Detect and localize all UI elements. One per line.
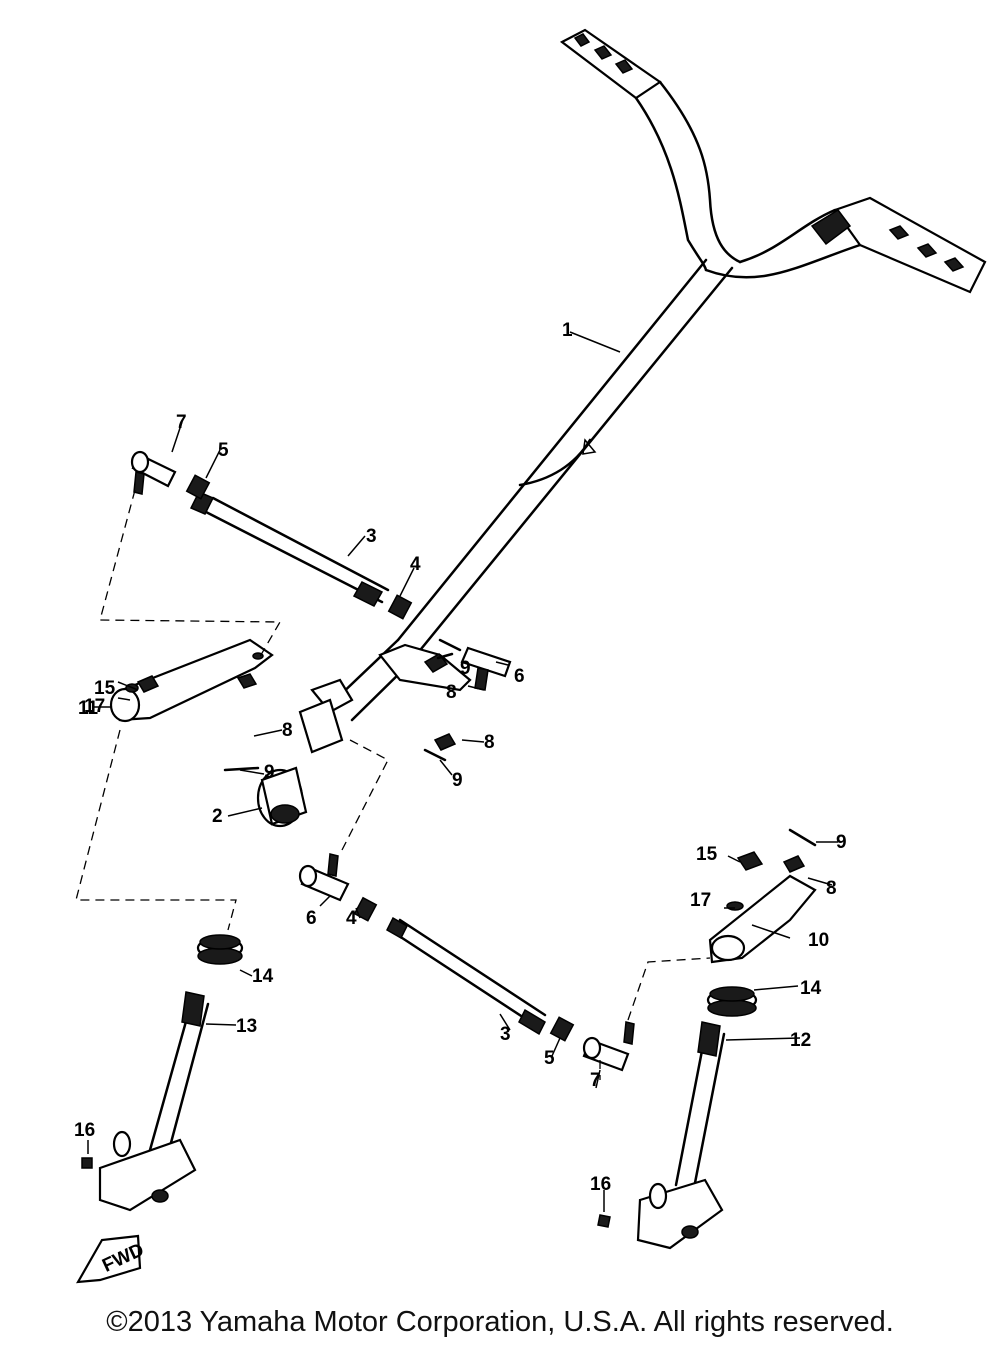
bushing (256, 698, 344, 828)
callout-9-mid: 9 (452, 770, 463, 791)
upper-tie-rod (189, 491, 390, 607)
nut-4-upper (387, 594, 413, 620)
lower-tie-rod (386, 916, 547, 1036)
left-steering-arm (109, 638, 274, 772)
right-spring (706, 986, 758, 1017)
callout-4-upper: 4 (410, 554, 421, 575)
handlebar-right-grip (833, 196, 987, 294)
callout-3-lower: 3 (500, 1024, 511, 1045)
callout-6-lower: 6 (306, 908, 317, 929)
leader-lines (87, 331, 838, 1212)
callout-15-left: 15 (94, 678, 116, 699)
left-spring (196, 934, 244, 965)
callout-15-right: 15 (696, 844, 718, 865)
right-steering-arm (708, 828, 817, 964)
fwd-arrow-icon: FWD (75, 1234, 147, 1284)
callout-5-lower: 5 (544, 1048, 555, 1069)
upper-right-fasteners (423, 638, 512, 762)
callout-10: 10 (808, 930, 829, 951)
callout-17-right: 17 (690, 890, 711, 911)
callout-2: 2 (212, 806, 223, 827)
left-spindle (81, 991, 210, 1212)
callout-9-right: 9 (836, 832, 847, 853)
callout-16-right: 16 (590, 1174, 611, 1195)
callout-16-left: 16 (74, 1120, 95, 1141)
tie-rod-end-lower-right (582, 1021, 635, 1072)
handlebar (310, 28, 987, 722)
callout-5-upper: 5 (218, 440, 229, 461)
callout-8-mid: 8 (484, 732, 495, 753)
callout-1: 1 (562, 320, 573, 341)
tie-rod-end-lower-left (298, 853, 350, 902)
throttle-block (810, 209, 852, 246)
callout-17-left: 17 (84, 696, 105, 717)
copyright-notice: ©2013 Yamaha Motor Corporation, U.S.A. A… (106, 1306, 894, 1338)
callout-11: 11 (78, 698, 99, 719)
callout-labels: 1 2 3 3 4 4 5 5 6 6 7 7 8 8 8 8 9 9 9 9 … (74, 320, 847, 1195)
callout-14-right: 14 (800, 978, 822, 999)
callout-9-arm: 9 (264, 762, 275, 783)
callout-8-arm: 8 (282, 720, 293, 741)
callout-8-right: 8 (826, 878, 837, 899)
tie-rod-end-upper (130, 450, 177, 495)
callout-14-left: 14 (252, 966, 274, 987)
column-upper-bracket (378, 643, 472, 692)
assembly-guide-lines (75, 489, 711, 1080)
callout-4-lower: 4 (346, 908, 357, 929)
callout-8-upper: 8 (446, 682, 457, 703)
callout-9-upper: 9 (460, 658, 471, 679)
right-spindle (597, 1021, 726, 1250)
nut-4-lower (353, 896, 378, 922)
callout-7-lower: 7 (590, 1070, 601, 1091)
callout-12: 12 (790, 1030, 811, 1051)
callout-13: 13 (236, 1016, 257, 1037)
steering-parts-diagram: 1 2 3 3 4 4 5 5 6 6 7 7 8 8 8 8 9 9 9 9 … (74, 28, 987, 1284)
nut-5-lower (549, 1016, 575, 1042)
callout-7-upper: 7 (176, 412, 187, 433)
callout-6-upper: 6 (514, 666, 525, 687)
nut-upper (185, 474, 211, 500)
callout-3-upper: 3 (366, 526, 377, 547)
